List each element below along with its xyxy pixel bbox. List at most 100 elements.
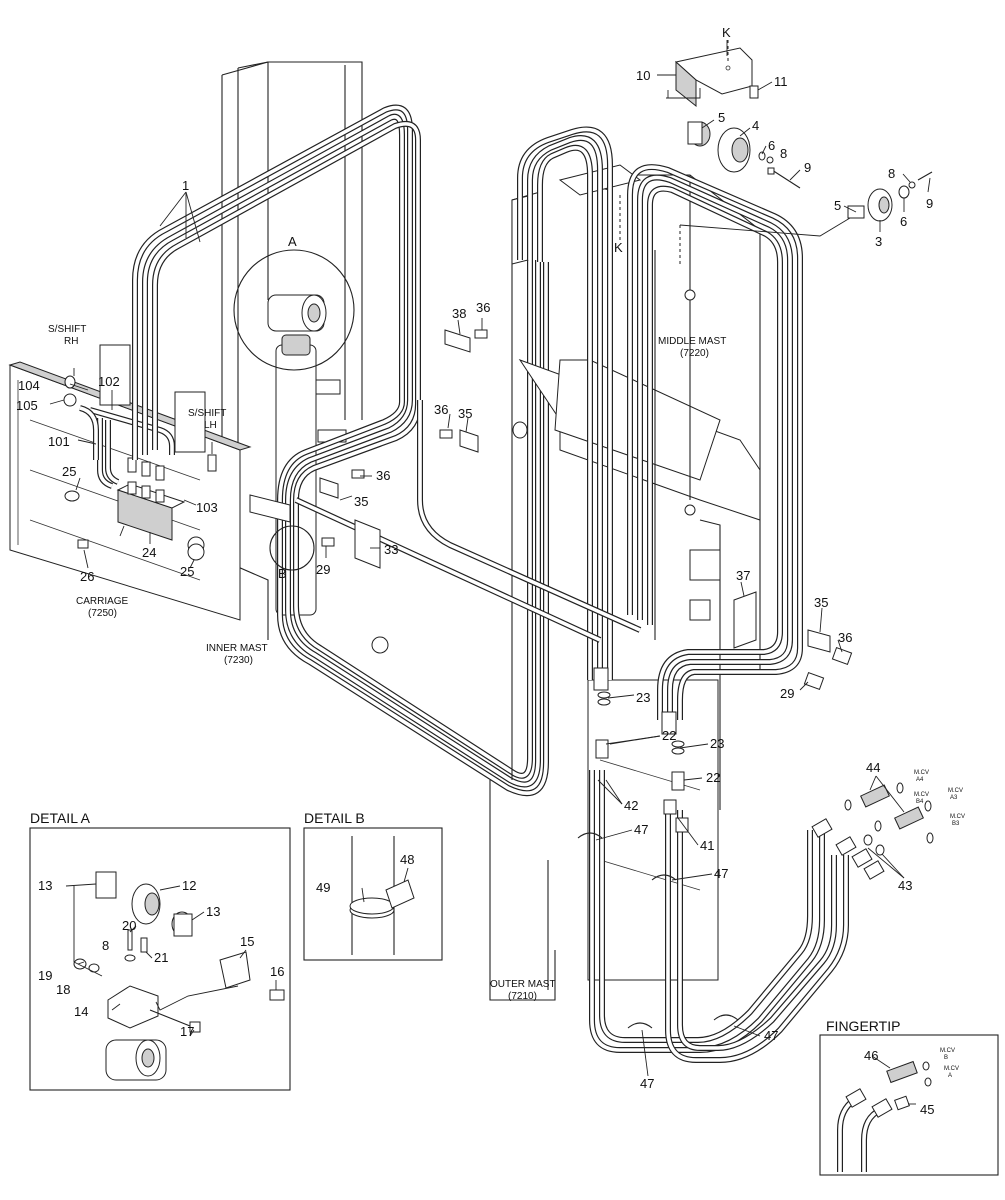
part-6-right: 6 xyxy=(900,214,907,229)
part-42: 42 xyxy=(624,798,638,813)
part-46: 46 xyxy=(864,1048,878,1063)
part-5-right: 5 xyxy=(834,198,841,213)
part-35-c: 35 xyxy=(814,595,828,610)
carriage-code: (7250) xyxy=(88,608,117,619)
text-labels: MIDDLE MAST (7220) INNER MAST (7230) OUT… xyxy=(16,25,965,1117)
part-6-top: 6 xyxy=(768,138,775,153)
fingertip-mcv-a-m: M.CV xyxy=(944,1066,959,1072)
part-103: 103 xyxy=(196,500,218,515)
detail-b-callout-circle xyxy=(269,525,315,571)
fingertip-mcv-b-port: B xyxy=(944,1055,948,1061)
part-20: 20 xyxy=(122,918,136,933)
marker-k-top: K xyxy=(722,25,731,40)
marker-k-mid: K xyxy=(614,240,623,255)
fingertip-parts xyxy=(837,1060,932,1172)
sshift-rh-line2: RH xyxy=(64,336,78,347)
part-35-b: 35 xyxy=(354,494,368,509)
sshift-lh-line1: S/SHIFT xyxy=(188,408,226,419)
part-17: 17 xyxy=(180,1024,194,1039)
part-9-right: 9 xyxy=(926,196,933,211)
part-33: 33 xyxy=(384,542,398,557)
detail-b-title: DETAIL B xyxy=(304,810,365,826)
part-43: 43 xyxy=(898,878,912,893)
part-37: 37 xyxy=(736,568,750,583)
part-47-c: 47 xyxy=(764,1028,778,1043)
mcv-b4-port: B4 xyxy=(916,799,924,805)
part-45: 45 xyxy=(920,1102,934,1117)
part-12: 12 xyxy=(182,878,196,893)
part-23-a: 23 xyxy=(636,690,650,705)
part-13-b: 13 xyxy=(206,904,220,919)
sshift-rh-line1: S/SHIFT xyxy=(48,324,86,335)
fingertip-mcv-a-port: A xyxy=(948,1073,952,1079)
hose-set-1 xyxy=(132,104,549,797)
marker-a: A xyxy=(288,234,297,249)
detail-a-title: DETAIL A xyxy=(30,810,91,826)
part-8-detail: 8 xyxy=(102,938,109,953)
outer-mast xyxy=(371,179,761,1001)
fingertip-title: FINGERTIP xyxy=(826,1018,900,1034)
fingertip-mcv-b-m: M.CV xyxy=(940,1048,955,1054)
part-16: 16 xyxy=(270,964,284,979)
hose-set-middle xyxy=(294,126,803,720)
part-25-b: 25 xyxy=(180,564,194,579)
detail-a-box xyxy=(29,827,291,1091)
part-11: 11 xyxy=(774,74,788,89)
part-8-top: 8 xyxy=(780,146,787,161)
inner-mast-code: (7230) xyxy=(224,655,253,666)
part-5-top: 5 xyxy=(718,110,725,125)
part-29-b: 29 xyxy=(780,686,794,701)
detail-a-callout-circle xyxy=(233,249,355,371)
carriage-label: CARRIAGE xyxy=(76,596,129,607)
part-102: 102 xyxy=(98,374,120,389)
lower-hoses xyxy=(589,667,934,1063)
carriage xyxy=(8,344,252,621)
part-36-a: 36 xyxy=(476,300,490,315)
part-105: 105 xyxy=(16,398,38,413)
part-25-a: 25 xyxy=(62,464,76,479)
middle-mast-label: MIDDLE MAST xyxy=(658,336,726,347)
part-44: 44 xyxy=(866,760,880,775)
part-101: 101 xyxy=(48,434,70,449)
part-47-b: 47 xyxy=(714,866,728,881)
part-29-a: 29 xyxy=(316,562,330,577)
part-8-right: 8 xyxy=(888,166,895,181)
part-41: 41 xyxy=(700,838,714,853)
part-104: 104 xyxy=(18,378,40,393)
part-10: 10 xyxy=(636,68,650,83)
mcv-a4-port: A4 xyxy=(916,777,924,783)
clamps-47 xyxy=(577,832,739,1029)
inner-mast xyxy=(221,61,363,640)
mcv-a3-port: A3 xyxy=(950,795,958,801)
part-47-a: 47 xyxy=(634,822,648,837)
marker-b: B xyxy=(278,566,287,581)
part-22-b: 22 xyxy=(706,770,720,785)
part-14: 14 xyxy=(74,1004,88,1019)
part-24: 24 xyxy=(142,545,156,560)
part-18: 18 xyxy=(56,982,70,997)
sshift-lh-line2: LH xyxy=(204,420,217,431)
part-22-a: 22 xyxy=(662,728,676,743)
inner-mast-label: INNER MAST xyxy=(206,643,268,654)
part-23-b: 23 xyxy=(710,736,724,751)
part-4: 4 xyxy=(752,118,759,133)
part-35-a: 35 xyxy=(458,406,472,421)
detail-a-parts xyxy=(73,871,285,1081)
part-48: 48 xyxy=(400,852,414,867)
part-9-top: 9 xyxy=(804,160,811,175)
part-36-b: 36 xyxy=(434,402,448,417)
part-36-c: 36 xyxy=(376,468,390,483)
detail-b-parts xyxy=(349,836,415,955)
brackets xyxy=(249,329,853,691)
outer-mast-code: (7210) xyxy=(508,991,537,1002)
detail-b-box xyxy=(303,827,443,961)
mcv-b4-m: M.CV xyxy=(914,792,929,798)
mcv-b3-m: M.CV xyxy=(950,814,965,820)
part-19: 19 xyxy=(38,968,52,983)
part-49: 49 xyxy=(316,880,330,895)
mcv-b3-port: B3 xyxy=(952,821,960,827)
mcv-a4-m: M.CV xyxy=(914,770,929,776)
part-26: 26 xyxy=(80,569,94,584)
part-36-d: 36 xyxy=(838,630,852,645)
